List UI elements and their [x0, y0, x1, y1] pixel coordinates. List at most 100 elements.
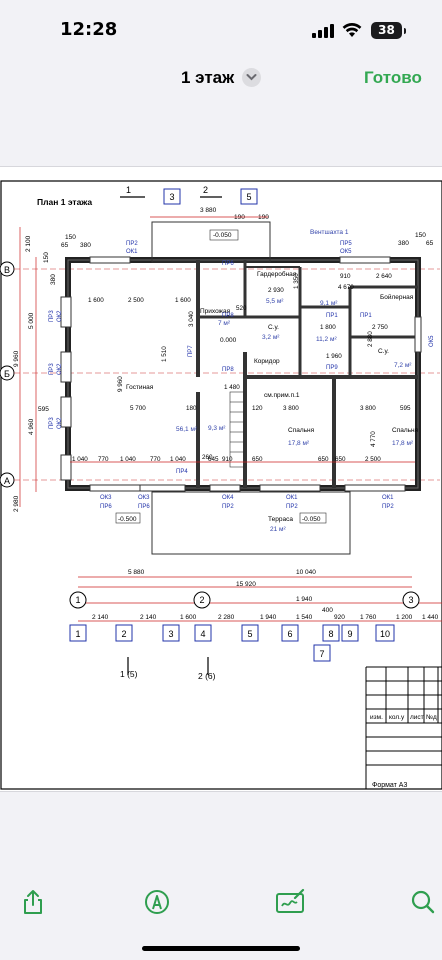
room-wardrobe-area: 5,5 м² [266, 298, 284, 305]
dim-10040: 10 040 [296, 569, 316, 576]
window-right-1 [414, 316, 422, 353]
svg-text:650: 650 [335, 456, 346, 463]
svg-text:изм.: изм. [370, 714, 383, 721]
svg-text:770: 770 [98, 456, 109, 463]
window-top-2 [339, 256, 391, 264]
hall-area-2: 9,3 м² [208, 425, 226, 432]
dim-left-9960: 9 960 [13, 350, 20, 367]
svg-text:1 940: 1 940 [260, 614, 277, 621]
grid-axis-b: Б [4, 369, 10, 379]
svg-text:595: 595 [400, 405, 411, 412]
svg-text:кол.у: кол.у [389, 714, 405, 721]
dim-top-65l: 65 [61, 242, 69, 249]
mark-ok2-2: ОК2 [57, 363, 63, 375]
mark-pr6-2: ПР6 [100, 504, 112, 510]
mark-ok5: ОК5 [340, 249, 352, 255]
svg-text:1 800: 1 800 [320, 324, 336, 331]
dim-top-380l: 380 [80, 242, 91, 249]
staircase [229, 391, 246, 468]
share-icon[interactable] [19, 888, 47, 916]
room-hall-name: Прихожая [200, 308, 231, 315]
dim-top-65r: 65 [426, 240, 434, 247]
room-corridor-area: 11,2 м² [316, 336, 337, 343]
room-bedroom1-area: 17,8 м² [288, 440, 310, 447]
markup-pen-icon[interactable] [143, 888, 171, 916]
svg-text:1 040: 1 040 [72, 456, 88, 463]
mark-pr7: ПР7 [188, 345, 194, 357]
mark-pr8: ПР8 [222, 367, 234, 373]
dim-left-150: 150 [43, 252, 50, 263]
svg-text:5: 5 [246, 192, 251, 202]
svg-text:9: 9 [347, 629, 352, 639]
status-time: 12:28 [60, 19, 118, 40]
svg-text:520: 520 [236, 305, 247, 312]
grid-bottom-3: 3 [408, 595, 413, 605]
dim-5880: 5 880 [128, 569, 145, 576]
svg-text:2 880: 2 880 [367, 331, 374, 347]
svg-text:3 800: 3 800 [283, 405, 299, 412]
grid-axis-a: А [4, 476, 10, 486]
dim-left-4960: 4 960 [28, 418, 35, 435]
svg-text:120: 120 [252, 405, 263, 412]
plan-title: План 1 этажа [37, 197, 92, 207]
mark-ok1-2: ОК1 [286, 495, 298, 501]
done-button[interactable]: Готово [364, 68, 422, 87]
mark-pr1-2: ПР1 [326, 313, 338, 319]
svg-text:1 960: 1 960 [326, 353, 342, 360]
svg-text:2 140: 2 140 [140, 614, 157, 621]
svg-text:1 510: 1 510 [161, 346, 168, 362]
dim-1940: 1 940 [296, 596, 313, 603]
svg-text:8: 8 [328, 629, 333, 639]
wifi-icon [342, 23, 362, 37]
svg-text:3 800: 3 800 [360, 405, 376, 412]
dim-left-380: 380 [50, 274, 57, 285]
mark-ok1: ОК1 [126, 249, 138, 255]
dim-15920: 15 920 [236, 581, 256, 588]
dim-left-2100: 2 100 [25, 235, 32, 252]
svg-text:1 480: 1 480 [224, 384, 240, 391]
dim-left-5000: 5 000 [28, 312, 35, 329]
svg-text:180: 180 [186, 405, 197, 412]
level-terrace: -0.500 [118, 516, 137, 523]
svg-text:260: 260 [202, 454, 213, 461]
svg-text:645: 645 [208, 456, 219, 463]
room-wc1-name: С.у. [268, 324, 279, 331]
dim-top-150r: 150 [415, 232, 426, 239]
svg-text:2 500: 2 500 [365, 456, 381, 463]
document-page[interactable]: План 1 этажа 3 5 1 2 3 880 190 190 380 6… [0, 166, 442, 792]
svg-text:4 670: 4 670 [338, 284, 354, 291]
svg-text:1 040: 1 040 [170, 456, 186, 463]
section-1-5: 1 (5) [120, 669, 138, 679]
search-icon[interactable] [408, 888, 436, 916]
signature-icon[interactable] [275, 888, 307, 916]
mark-pr9: ПР9 [326, 365, 338, 371]
mark-pr8-2: ПР8 [222, 313, 234, 319]
svg-text:№д: №д [426, 714, 437, 721]
grid-marker-top-5: 5 [240, 188, 258, 205]
mark-pr2: ПР2 [126, 241, 138, 247]
window-bottom-5 [344, 484, 406, 492]
svg-text:1 600: 1 600 [88, 297, 104, 304]
svg-text:1 540: 1 540 [296, 614, 313, 621]
mark-pr2-2: ПР2 [222, 504, 234, 510]
stair-note: см.прим.п.1 [264, 392, 300, 399]
mark-ok2-3: ОК2 [57, 417, 63, 429]
svg-text:лист: лист [410, 714, 424, 721]
building-walls [65, 257, 421, 491]
document-title[interactable]: 1 этаж [181, 68, 235, 87]
floor-plan-drawing[interactable]: План 1 этажа 3 5 1 2 3 880 190 190 380 6… [0, 167, 442, 792]
svg-text:5: 5 [247, 629, 252, 639]
window-bottom-2 [139, 484, 186, 492]
mark-pr1-1: ПР1 [360, 313, 372, 319]
mark-ok3-2: ОК3 [138, 495, 150, 501]
svg-text:3: 3 [169, 192, 174, 202]
grid-axis-v: В [4, 265, 10, 275]
window-bottom-1 [89, 484, 141, 492]
window-bottom-4 [259, 484, 321, 492]
mark-pr2-3: ПР2 [286, 504, 298, 510]
cellular-signal-icon [312, 24, 334, 38]
svg-text:1 440: 1 440 [422, 614, 439, 621]
window-top-1 [89, 256, 131, 264]
chevron-down-icon[interactable] [242, 68, 261, 87]
svg-text:2 930: 2 930 [268, 287, 284, 294]
